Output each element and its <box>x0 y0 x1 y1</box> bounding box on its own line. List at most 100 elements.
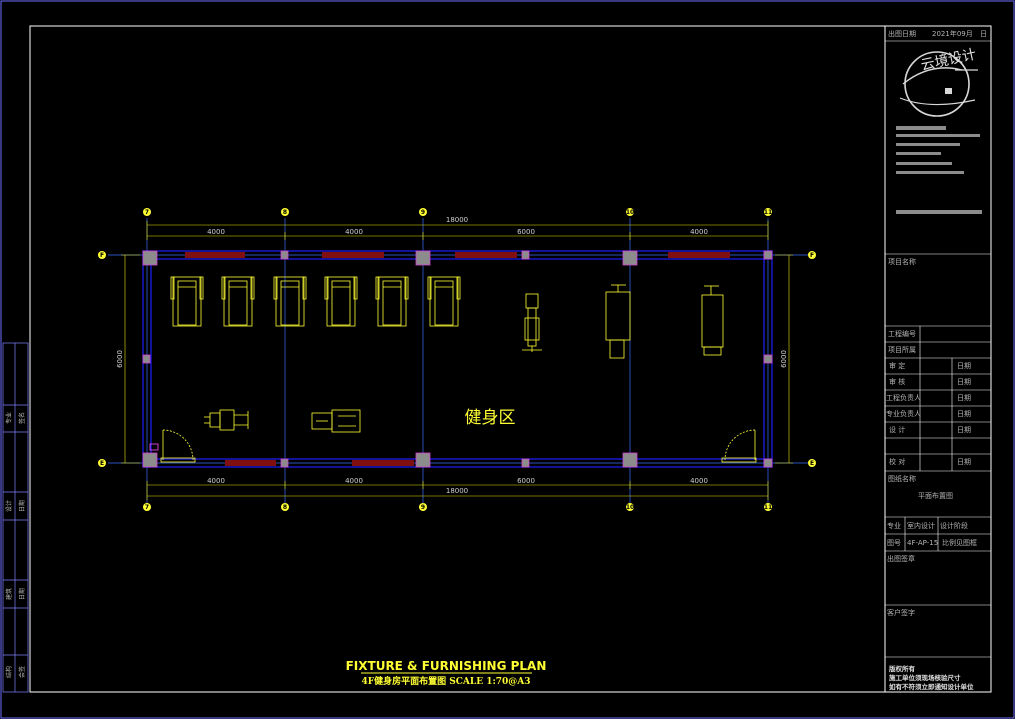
structural-column <box>622 250 638 266</box>
top-dimensions: 18000 4000 4000 6000 4000 <box>146 216 769 240</box>
redacted-bar <box>896 126 946 130</box>
axis-bubble-top: 7 8 9 10 11 <box>143 208 772 216</box>
dim-depth-left: 6000 <box>116 350 124 368</box>
structural-column <box>142 452 158 468</box>
strip-label: 日期 <box>18 500 26 512</box>
small-column <box>280 250 289 260</box>
svg-text:10: 10 <box>626 209 634 216</box>
treadmills <box>170 276 461 327</box>
small-column <box>521 458 530 468</box>
discrepancy-notice: 如有不符须立即通知设计单位 <box>889 682 974 691</box>
small-column <box>763 250 773 260</box>
sign-row-date: 日期 <box>957 394 971 402</box>
svg-text:11: 11 <box>764 209 772 216</box>
issue-stamp-label: 出图签章 <box>887 554 915 563</box>
svg-text:9: 9 <box>421 209 425 216</box>
strip-label: 会签 <box>18 666 26 678</box>
dim-segment: 4000 <box>690 228 708 236</box>
svg-text:10: 10 <box>626 504 634 511</box>
strip-label: 建筑 <box>5 588 13 600</box>
svg-text:E: E <box>100 460 104 467</box>
dim-segment: 4000 <box>690 477 708 485</box>
svg-text:F: F <box>810 252 814 259</box>
project-dept-label: 项目所属 <box>888 345 916 354</box>
date-suffix: 日 <box>980 30 987 38</box>
treadmill <box>273 276 307 327</box>
svg-text:F: F <box>100 252 104 259</box>
plan-title: FIXTURE & FURNISHING PLAN <box>346 659 547 673</box>
recumbent-bike <box>311 409 361 433</box>
side-dimensions: 6000 6000 <box>116 254 793 464</box>
structural-column <box>415 250 431 266</box>
bottom-dimensions: 4000 4000 6000 4000 18000 <box>146 477 769 500</box>
strip-label: 专业 <box>5 412 13 424</box>
treadmill <box>427 276 461 327</box>
drawing-frame <box>29 25 992 693</box>
treadmill <box>170 276 204 327</box>
treadmill <box>375 276 409 327</box>
strip-label: 日期 <box>18 588 26 600</box>
drawing-no-label: 图号 <box>887 539 901 547</box>
sign-row-label: 专业负责人 <box>886 409 921 418</box>
date-label: 出图日期 <box>888 29 916 38</box>
sign-row-date: 日期 <box>957 378 971 386</box>
doors <box>149 429 757 463</box>
grid-axes <box>108 218 808 508</box>
windows <box>185 252 730 466</box>
dim-segment: 4000 <box>345 477 363 485</box>
window <box>185 252 245 258</box>
dim-segment: 6000 <box>517 477 535 485</box>
cable-machine <box>701 285 724 356</box>
copyright-notice: 版权所有 <box>888 664 916 673</box>
project-name-label: 项目名称 <box>888 257 916 266</box>
dim-segment: 6000 <box>517 228 535 236</box>
plan-title-block: FIXTURE & FURNISHING PLAN 4F健身房平面布置图 SCA… <box>346 659 547 687</box>
axis-bubbles: 7 8 9 10 11 7 8 9 10 11 F E F E <box>98 208 816 511</box>
strength-machines <box>204 284 724 433</box>
discipline-label: 专业 <box>887 521 901 530</box>
redacted-bar <box>896 152 941 155</box>
svg-text:8: 8 <box>283 504 287 511</box>
redacted-bar <box>896 134 980 137</box>
axis-bubble-rows: F E F E <box>98 251 816 467</box>
bench-machine <box>522 293 542 352</box>
plan-subtitle: 4F健身房平面布置图 SCALE 1:70@A3 <box>361 675 530 687</box>
strip-label: 设计 <box>5 500 13 512</box>
rowing-machine <box>204 409 249 431</box>
structural-column <box>415 452 431 468</box>
small-column <box>763 458 773 468</box>
sign-row-date: 日期 <box>957 458 971 466</box>
dim-segment: 4000 <box>207 228 225 236</box>
sign-row-date: 日期 <box>957 362 971 370</box>
sign-table: 审 定 日期 审 核 日期 工程负责人 日期 专业负责人 日期 设 计 日期 校… <box>885 358 991 472</box>
sign-row-label: 审 定 <box>889 361 905 370</box>
window <box>352 460 414 466</box>
strip-label: 结构 <box>5 666 13 678</box>
svg-text:E: E <box>810 460 814 467</box>
redacted-bar <box>896 143 960 146</box>
structural-column <box>142 250 158 266</box>
small-column <box>142 354 151 364</box>
strip-label: 签名 <box>18 412 26 424</box>
axis-bubble-bottom: 7 8 9 10 11 <box>143 503 772 511</box>
scale-value: 比例见图框 <box>942 538 977 547</box>
redacted-bar <box>896 171 964 174</box>
svg-text:7: 7 <box>145 504 149 511</box>
door-right <box>721 429 757 463</box>
date-value: 2021年09月 <box>932 29 973 38</box>
door-left <box>149 429 196 463</box>
svg-text:8: 8 <box>283 209 287 216</box>
svg-text:11: 11 <box>764 504 772 511</box>
walls <box>142 250 773 468</box>
sign-row-date: 日期 <box>957 426 971 434</box>
site-verify-notice: 施工单位须现场核验尺寸 <box>889 673 961 682</box>
treadmill <box>221 276 255 327</box>
structural-column <box>622 452 638 468</box>
dim-total-width: 18000 <box>446 216 468 224</box>
dim-segment: 4000 <box>207 477 225 485</box>
floor-plan: 18000 4000 4000 6000 4000 4000 4000 6000… <box>98 208 816 511</box>
window <box>668 252 730 258</box>
left-signature-strip: 专业 签名 设计 日期 建筑 日期 结构 会签 <box>2 342 29 693</box>
